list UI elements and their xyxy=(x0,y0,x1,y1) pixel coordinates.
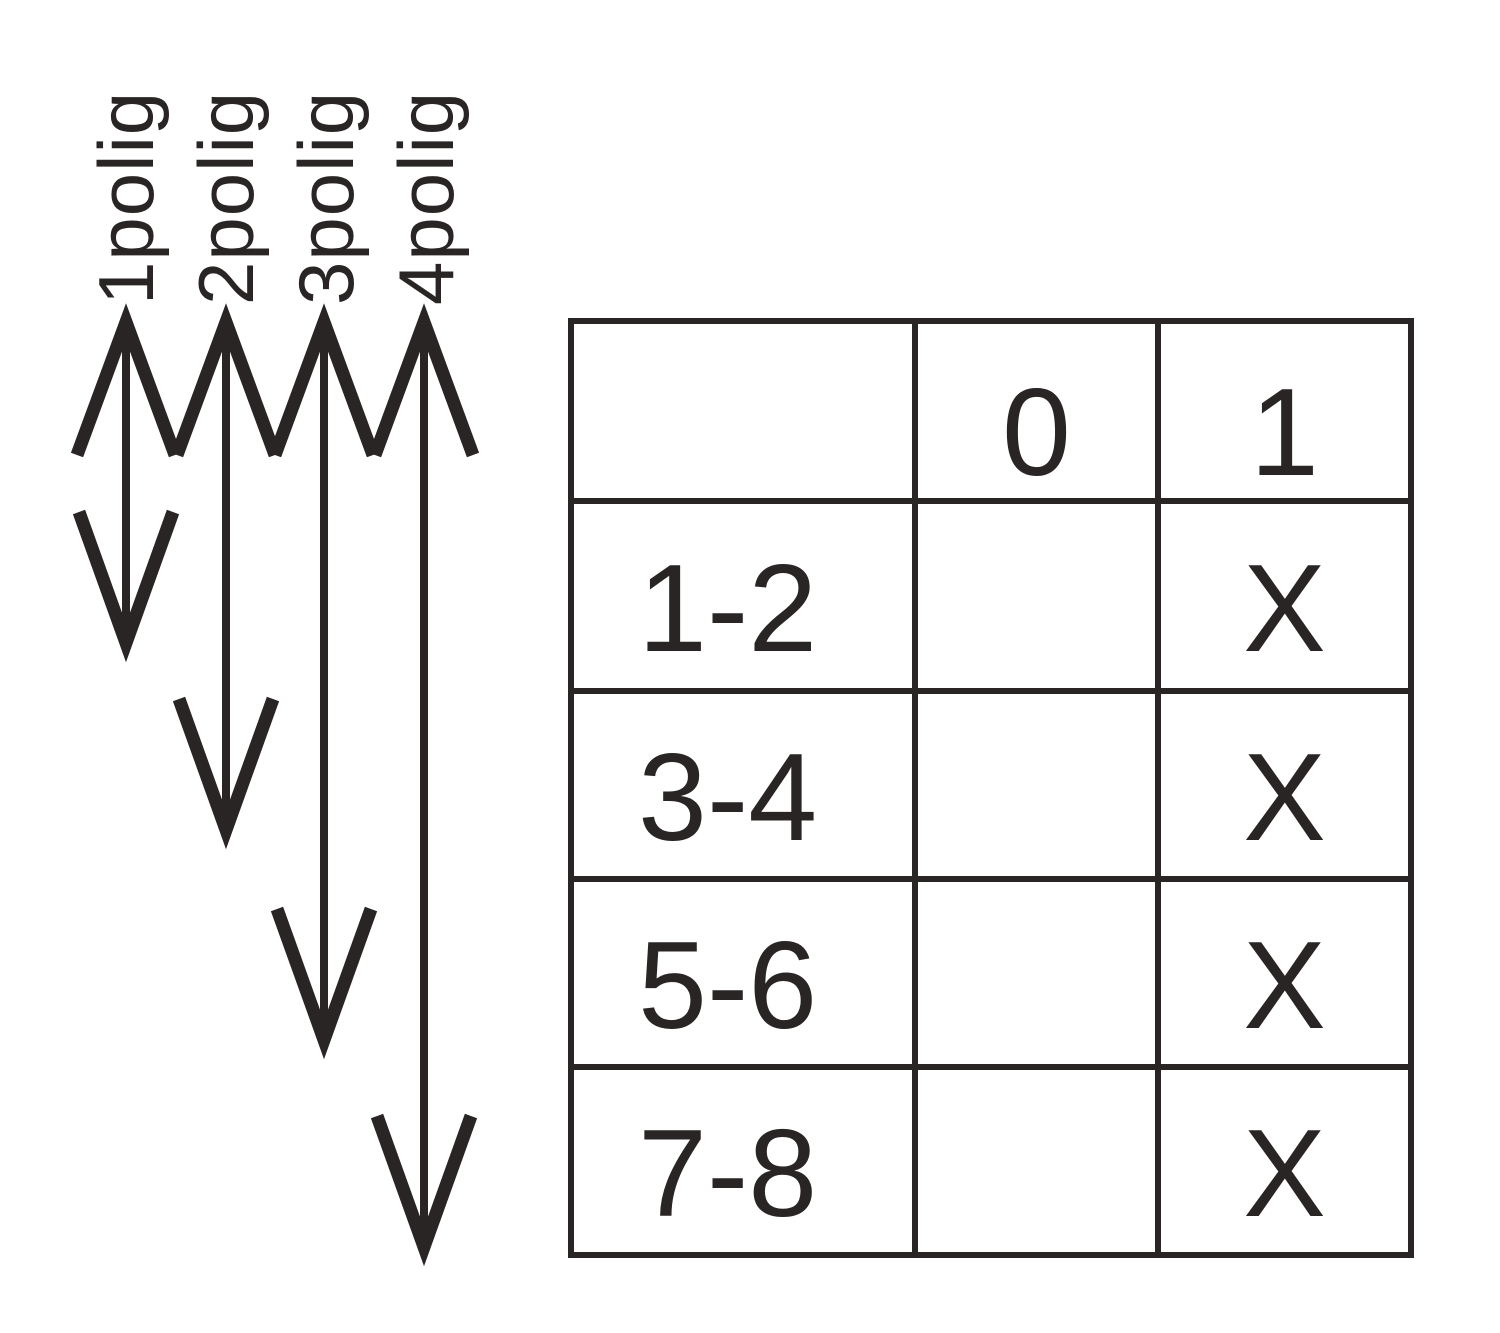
pos0-cell xyxy=(918,1070,1161,1258)
down-arrowhead-icon xyxy=(370,1113,478,1267)
pos1-mark-cell: X xyxy=(1161,882,1414,1070)
arrow-2polig xyxy=(170,303,282,850)
contacts-cell: 5-6 xyxy=(574,882,918,1070)
pos1-mark-cell: X xyxy=(1161,694,1414,882)
pos0-cell xyxy=(918,882,1161,1070)
pos0-cell xyxy=(918,694,1161,882)
header-cell-pos0: 0 xyxy=(918,324,1161,504)
up-arrowhead-icon xyxy=(268,303,380,458)
up-arrowhead-icon xyxy=(70,303,182,458)
down-arrowhead-icon xyxy=(72,509,180,663)
down-arrowhead-icon xyxy=(270,906,378,1060)
arrow-3polig xyxy=(268,303,380,1060)
pos1-mark-cell: X xyxy=(1161,1070,1414,1258)
header-cell-empty xyxy=(574,324,918,504)
down-arrowhead-icon xyxy=(172,696,280,850)
contact-table: 0 1 1-2 X 3-4 X 5-6 X 7-8 X xyxy=(568,318,1414,1258)
arrow-4polig xyxy=(368,303,480,1267)
pos0-cell xyxy=(918,504,1161,694)
up-arrowhead-icon xyxy=(368,303,480,458)
up-arrowhead-icon xyxy=(170,303,282,458)
header-cell-pos1: 1 xyxy=(1161,324,1414,504)
contacts-cell: 7-8 xyxy=(574,1070,918,1258)
pos1-mark-cell: X xyxy=(1161,504,1414,694)
contacts-cell: 1-2 xyxy=(574,504,918,694)
contacts-cell: 3-4 xyxy=(574,694,918,882)
arrow-1polig xyxy=(70,303,182,663)
